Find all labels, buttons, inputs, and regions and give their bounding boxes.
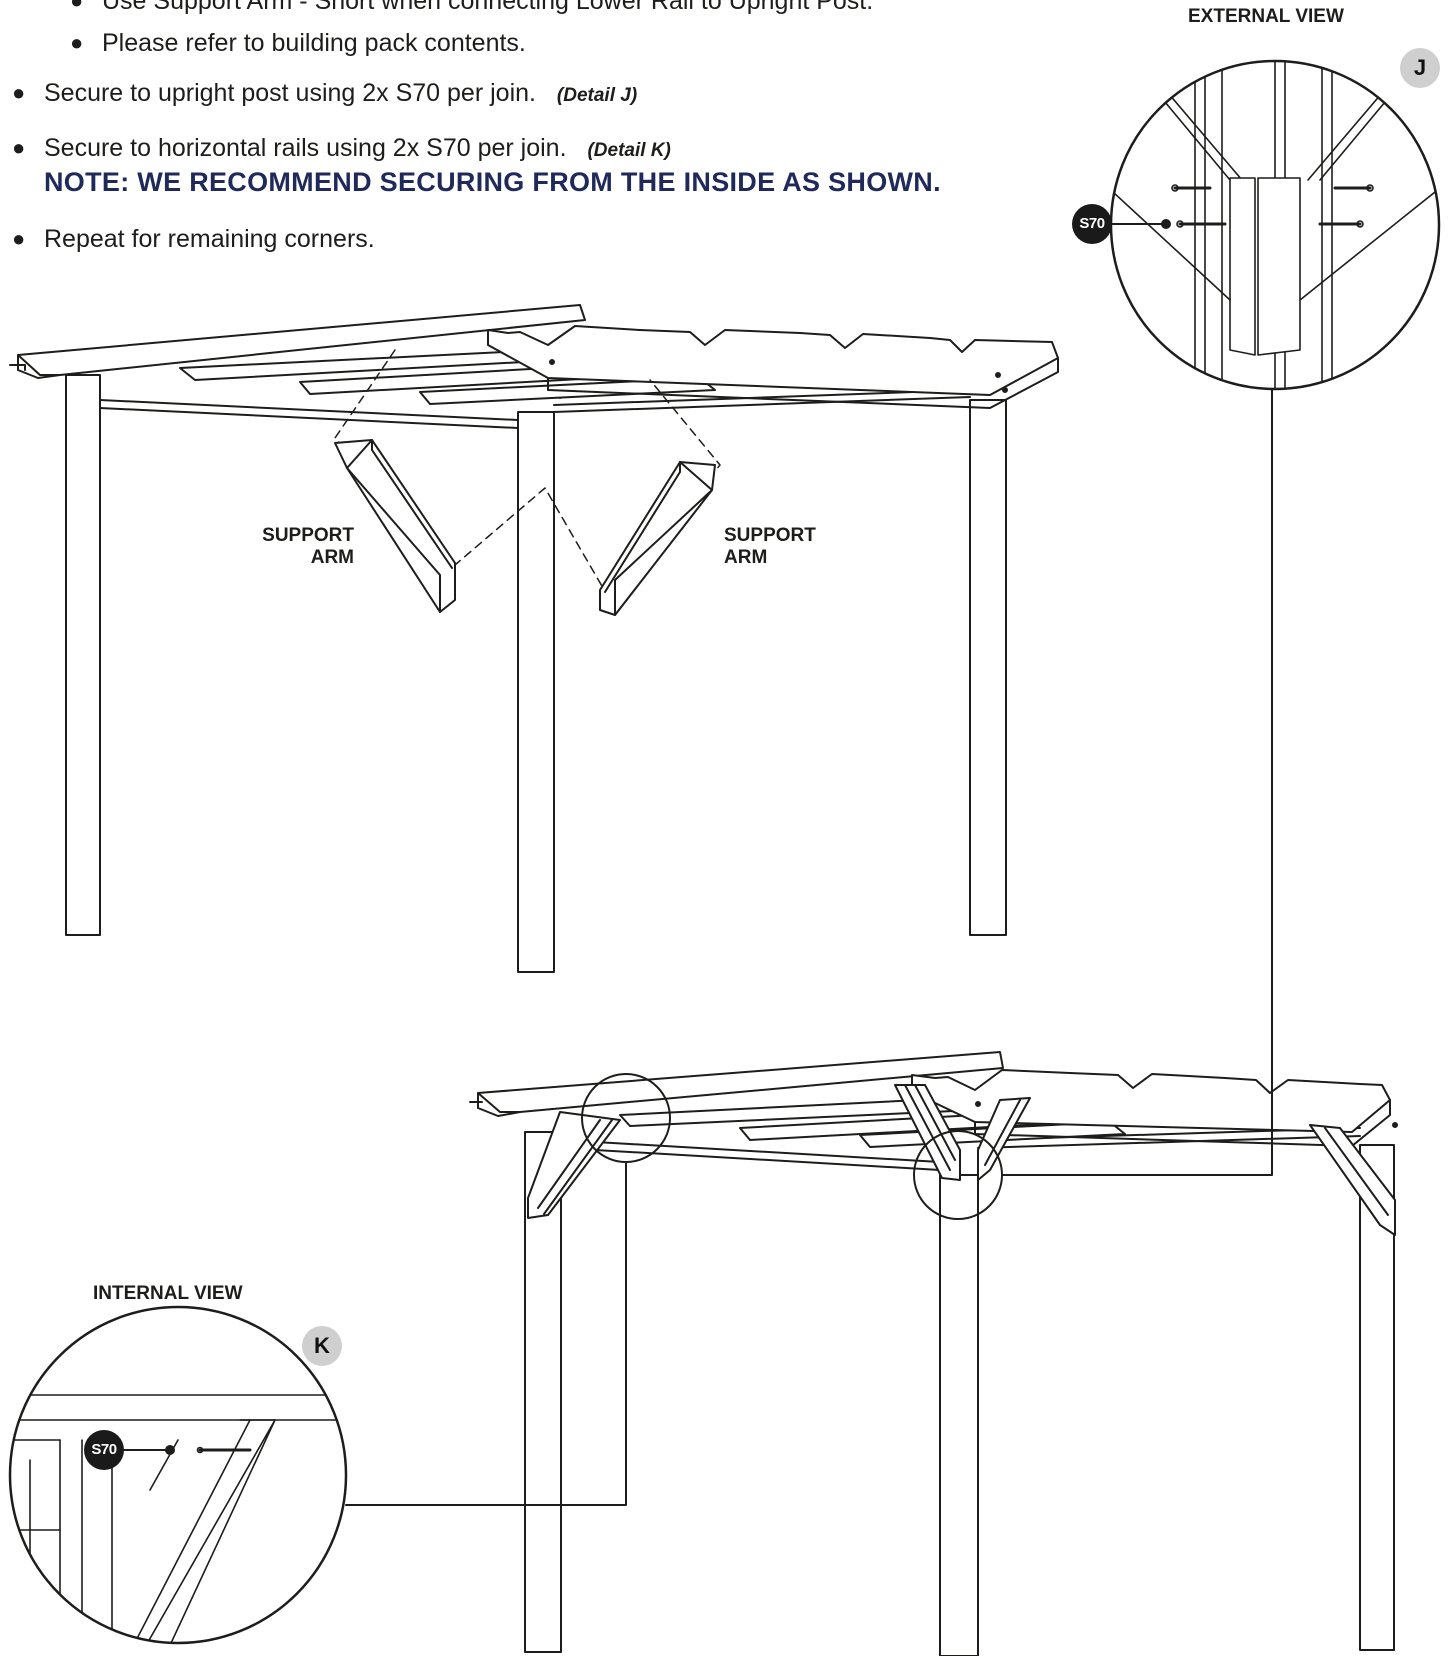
top-beam-left-bottom: [477, 1051, 1004, 1113]
bullet-icon: ●: [12, 80, 26, 105]
instruction-step-3: ● Repeat for remaining corners.: [12, 225, 375, 253]
instruction-step-2: ● Secure to horizontal rails using 2x S7…: [12, 134, 671, 162]
leader-line-j: [1001, 388, 1273, 1176]
support-arm-left-shape: [334, 439, 456, 613]
recommendation-note: NOTE: WE RECOMMEND SECURING FROM THE INS…: [44, 167, 941, 197]
support-arm-right-label: SUPPORT ARM: [724, 525, 816, 568]
bottom-pergola: [469, 1051, 1398, 1656]
detail-badge-j: J: [1400, 48, 1440, 88]
top-pergola: [9, 304, 1059, 973]
installed-arm-right: [1309, 1124, 1396, 1236]
bullet-icon: ●: [70, 0, 84, 13]
leader-line-k: [345, 1161, 627, 1506]
detail-j-drawing: [1109, 59, 1441, 391]
detail-badge-k: K: [302, 1326, 342, 1366]
guide-lines: [334, 349, 721, 601]
internal-view-title: INTERNAL VIEW: [93, 1283, 243, 1304]
bullet-icon: ●: [12, 226, 26, 251]
detail-reference-j: (Detail J): [556, 85, 638, 106]
installed-arm-mid-right: [977, 1097, 1031, 1181]
instruction-step-1: ● Secure to upright post using 2x S70 pe…: [12, 79, 638, 107]
detail-k-drawing: [8, 1305, 348, 1645]
part-label-s70-k: S70: [84, 1430, 124, 1470]
post-left-top: [65, 374, 101, 936]
support-arm-left-label: SUPPORT ARM: [262, 525, 354, 568]
top-beam-right-bottom: [911, 1069, 1391, 1133]
lower-rail-back: [99, 399, 519, 429]
bullet-icon: ●: [70, 30, 84, 55]
post-right-top: [969, 399, 1007, 936]
support-arm-right-shape: [599, 461, 716, 616]
post-middle-bottom: [939, 1174, 979, 1656]
top-beam-left: [17, 304, 586, 376]
instruction-sub-1: ● Use Support Arm - Short when connectin…: [70, 0, 873, 16]
top-beam-right: [487, 325, 1059, 396]
part-label-s70-j: S70: [1072, 204, 1112, 244]
post-middle-top: [517, 411, 555, 973]
installed-arm-left: [527, 1111, 621, 1219]
bullet-icon: ●: [12, 135, 26, 160]
detail-reference-k: (Detail K): [587, 140, 671, 161]
external-view-title: EXTERNAL VIEW: [1188, 6, 1344, 27]
instruction-sub-2: ● Please refer to building pack contents…: [70, 29, 526, 57]
post-left-bottom: [524, 1131, 562, 1653]
